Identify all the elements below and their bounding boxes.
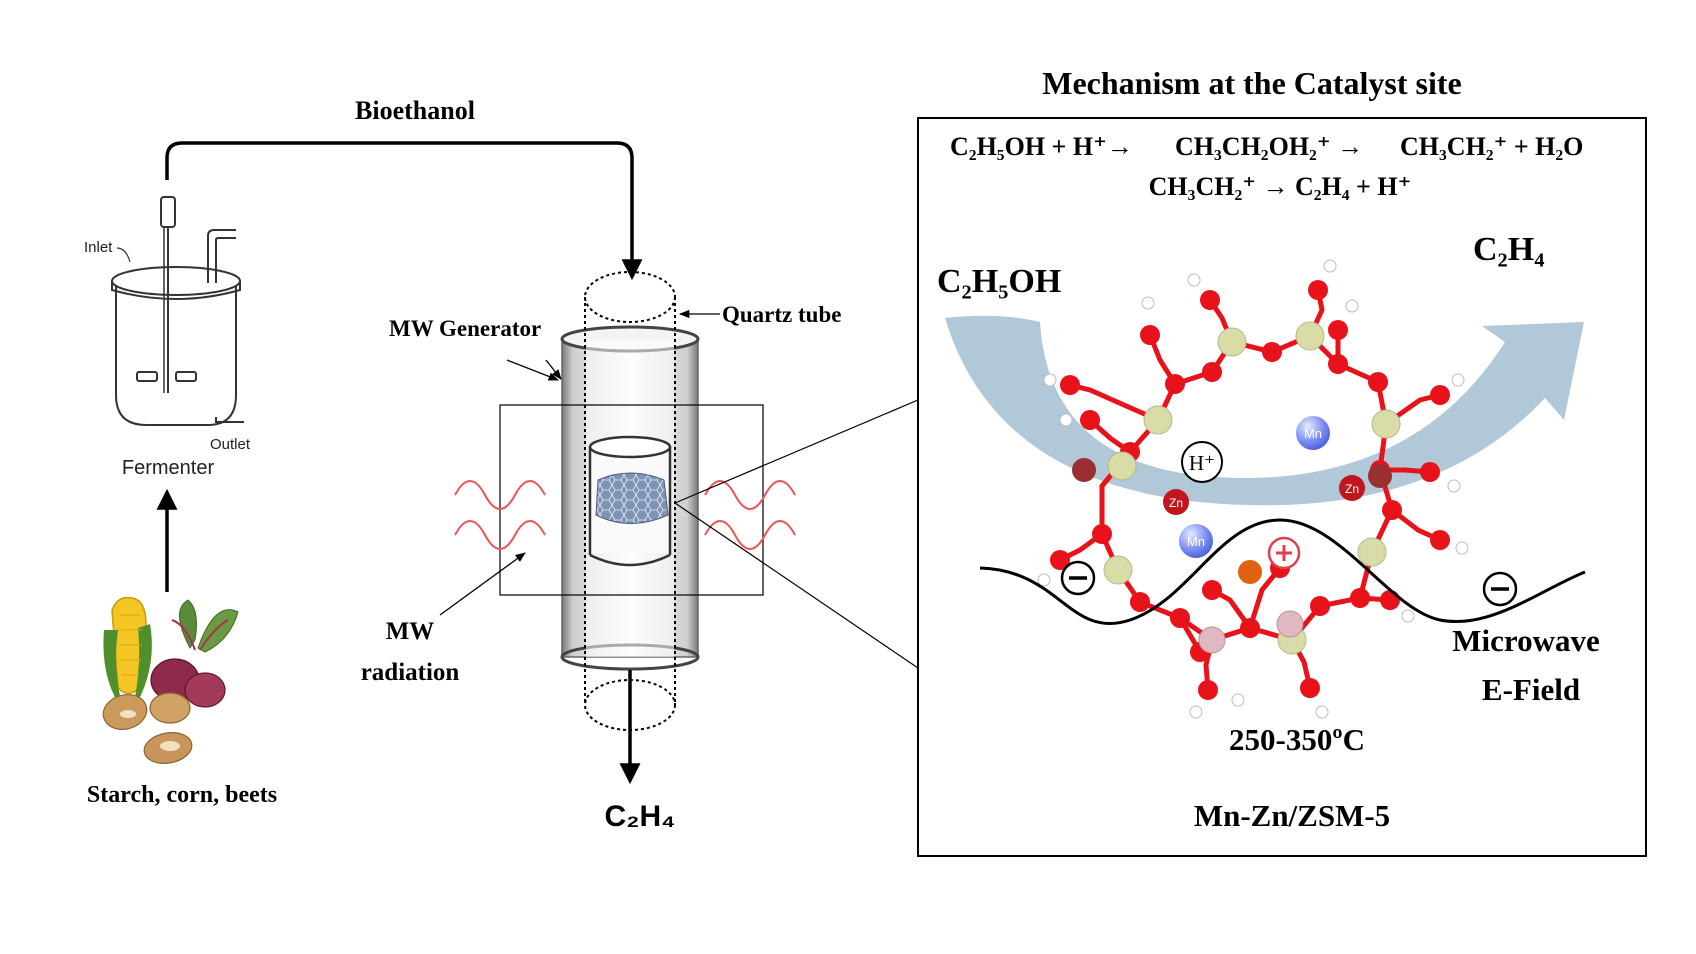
feedstock-label: Starch, corn, beets	[87, 782, 277, 808]
svg-text:H⁺: H⁺	[1189, 451, 1215, 475]
fermenter-group: Bioethanol Inlet Outlet Fermenter	[84, 96, 643, 592]
equation-products: CH₃CH₂⁺ + H₂O	[1400, 132, 1583, 161]
catalyst-label: Mn-Zn/ZSM-5	[1194, 798, 1390, 833]
mechanism-box	[917, 117, 1647, 857]
stirrer-motor	[160, 196, 176, 228]
quartz-tube-label: Quartz tube	[722, 302, 841, 327]
positive-charge-icon	[1267, 536, 1301, 570]
impeller	[136, 371, 158, 382]
reaction-flow-arrow	[945, 315, 1584, 506]
product-label: C₂H₄	[605, 800, 676, 833]
mn-atom: Mn	[1179, 524, 1213, 558]
equation-intermediate: CH₃CH₂OH₂⁺ →	[1175, 132, 1363, 161]
microwave-label-line1: Microwave	[1452, 623, 1599, 658]
negative-charge-icon	[1482, 571, 1518, 607]
zoom-line-top	[674, 399, 919, 504]
zn-atom: Zn	[1339, 475, 1365, 501]
negative-charge-icon	[1060, 560, 1096, 596]
bioethanol-label: Bioethanol	[355, 96, 475, 125]
feedstock-icon	[102, 596, 239, 764]
mechanism-title: Mechanism at the Catalyst site	[1042, 65, 1461, 101]
e-field-wave	[979, 518, 1586, 626]
mechanism-product-label: C₂H₄	[1473, 231, 1544, 268]
zoom-line-bottom	[674, 502, 919, 669]
equation-reactant: C₂H₅OH + H⁺→	[950, 132, 1133, 161]
mw-radiation-label-line2: radiation	[361, 659, 460, 686]
bioethanol-pipe	[165, 141, 643, 281]
quartz-tube-top	[584, 271, 676, 323]
mn-atom: Mn	[1296, 416, 1330, 450]
inlet-tube	[207, 229, 236, 283]
mechanism-reactant-label: C₂H₅OH	[937, 263, 1061, 300]
mw-reactor	[454, 271, 796, 785]
svg-text:Zn: Zn	[1345, 482, 1359, 496]
outlet-label: Outlet	[210, 436, 251, 453]
fermenter-label: Fermenter	[122, 457, 215, 479]
outlet-tube	[215, 417, 244, 423]
fermenter-lid	[111, 266, 241, 296]
svg-text:Zn: Zn	[1169, 496, 1183, 510]
zn-atom: Zn	[1163, 489, 1189, 515]
proton-icon: H⁺	[1181, 441, 1223, 483]
equation-2: CH₃CH₂⁺ → C₂H₄ + H⁺	[1149, 172, 1412, 201]
fermenter-vessel	[115, 282, 237, 426]
inlet-label: Inlet	[84, 239, 113, 256]
catalyst-bed	[595, 472, 669, 524]
zeolite-framework: Zn Zn Mn Mn	[1037, 259, 1469, 719]
svg-text:Mn: Mn	[1304, 426, 1322, 441]
microwave-label-line2: E-Field	[1482, 672, 1580, 707]
microwave-waves	[454, 480, 796, 550]
mw-radiation-label-line1: MW	[386, 618, 435, 645]
central-atom	[1238, 560, 1262, 584]
svg-text:Mn: Mn	[1187, 534, 1205, 549]
mw-generator-label: MW Generator	[389, 316, 541, 341]
temperature-label: 250-350ºC	[1229, 722, 1365, 757]
